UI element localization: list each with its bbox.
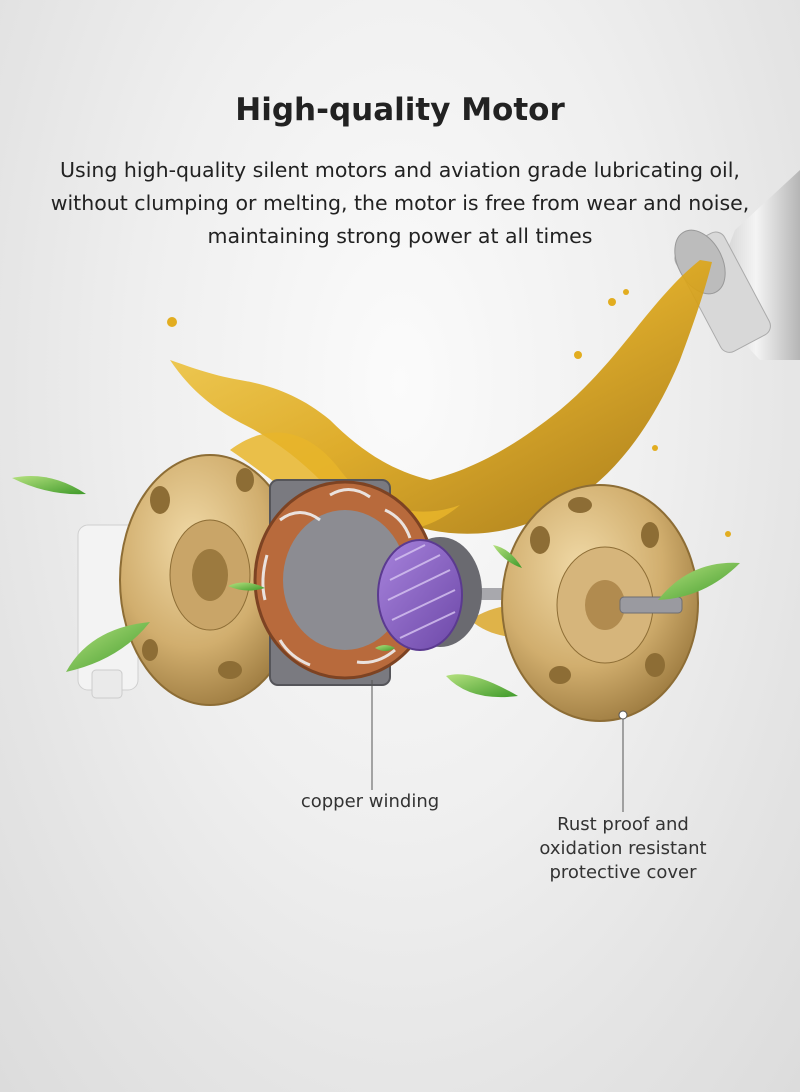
right-protective-cover	[501, 484, 699, 722]
left-motor-housing	[77, 454, 301, 706]
copper-winding-label: copper winding	[300, 791, 440, 812]
protective-cover-label: Rust proof and oxidation resistant prote…	[539, 814, 707, 883]
decorative-leaves	[12, 476, 740, 698]
description-text: Using high-quality silent motors and avi…	[50, 158, 750, 248]
callout-lines	[371, 680, 628, 812]
page-title: High-quality Motor	[235, 92, 565, 128]
